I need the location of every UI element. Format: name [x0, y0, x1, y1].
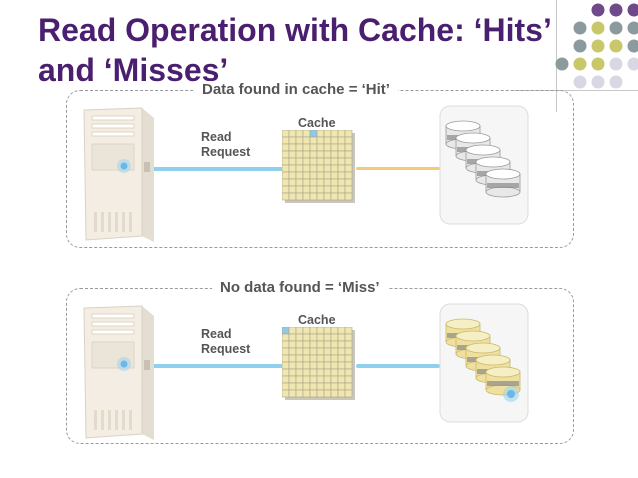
request-wire-miss: [152, 364, 286, 368]
gold-database-stack-icon: [439, 303, 529, 423]
cache-miss-label: No data found = ‘Miss’: [212, 279, 388, 297]
gray-database-stack-icon: [439, 105, 529, 225]
server-icon: [83, 305, 154, 440]
cache-to-db-wire-hit: [356, 167, 440, 170]
cache-label-miss: Cache: [298, 313, 336, 327]
cache-to-db-wire-miss: [356, 364, 440, 368]
slide-title: Read Operation with Cache: ‘Hits’ and ‘M…: [38, 10, 598, 90]
cache-hit-label: Data found in cache = ‘Hit’: [194, 81, 398, 99]
cache-grid-icon: [282, 327, 355, 400]
decor-horizontal-line: [512, 90, 638, 91]
request-wire-hit: [152, 167, 286, 171]
title-line-1: Read Operation with Cache: ‘Hits’: [38, 12, 552, 48]
decor-dot-grid: [555, 3, 638, 89]
server-icon: [83, 107, 154, 242]
decor-vertical-line: [556, 0, 557, 112]
cache-label-hit: Cache: [298, 116, 336, 130]
cache-grid-icon: [282, 130, 355, 203]
